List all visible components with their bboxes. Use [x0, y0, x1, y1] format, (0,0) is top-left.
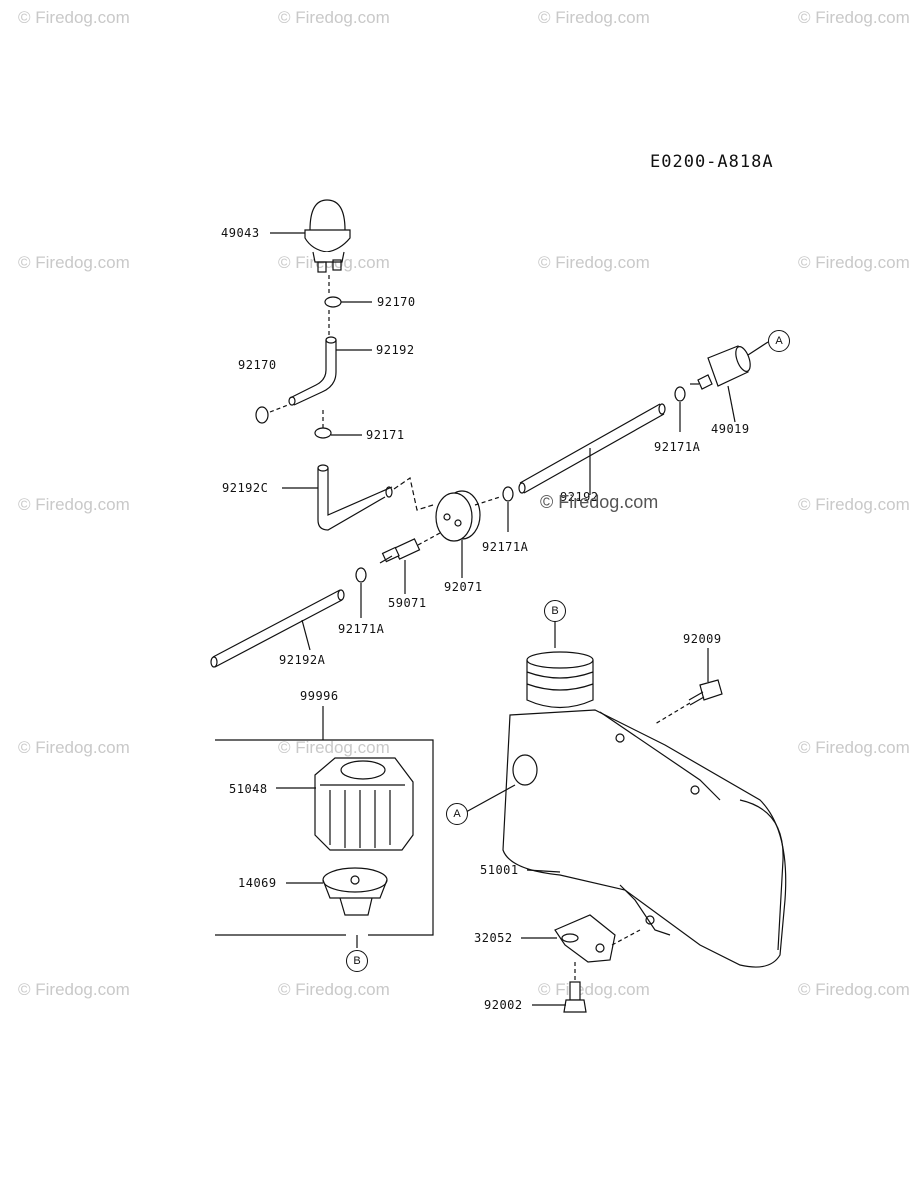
gasket-14069 [322, 867, 388, 916]
watermark: © Firedog.com [798, 738, 910, 757]
part-label-49019: 49019 [711, 422, 750, 436]
watermark: © Firedog.com [278, 738, 390, 757]
watermark: © Firedog.com [798, 980, 910, 999]
cap-51048 [314, 757, 414, 851]
reference-marker-a: A [446, 803, 468, 825]
part-label-92170: 92170 [377, 295, 416, 309]
diagram-code: E0200-A818A [650, 152, 774, 172]
fitting-59071 [379, 538, 421, 564]
part-label-51001: 51001 [480, 863, 519, 877]
bolt-92009 [688, 679, 723, 706]
watermark: © Firedog.com [18, 738, 130, 757]
part-label-92171a: 92171A [482, 540, 529, 554]
part-label-51048: 51048 [229, 782, 268, 796]
cap-assembly-box [215, 739, 434, 936]
fuel-tank-51001 [502, 651, 787, 968]
watermark: © Firedog.com [538, 980, 650, 999]
watermark: © Firedog.com [18, 253, 130, 272]
watermark: © Firedog.com [18, 495, 130, 514]
part-label-92171a-right: 92171A [654, 440, 701, 454]
part-label-92002: 92002 [484, 998, 523, 1012]
clip-92171a-right [674, 386, 686, 402]
fuel-filter-49019 [690, 345, 751, 390]
reference-marker-a: A [768, 330, 790, 352]
grommet-92071 [435, 490, 481, 542]
reference-marker-b: B [544, 600, 566, 622]
part-label-92009: 92009 [683, 632, 722, 646]
watermark: © Firedog.com [18, 980, 130, 999]
part-label-14069: 14069 [238, 876, 277, 890]
part-label-99996: 99996 [300, 689, 339, 703]
part-label-92171a-lower: 92171A [338, 622, 385, 636]
watermark: © Firedog.com [18, 8, 130, 27]
clip-92171 [314, 427, 332, 439]
watermark: © Firedog.com [278, 8, 390, 27]
part-label-fuel-hose-92192: 92192 [560, 490, 599, 504]
watermark-center: © Firedog.com [540, 492, 659, 512]
part-label-92192c: 92192C [222, 481, 269, 495]
part-label-92192: 92192 [376, 343, 415, 357]
watermark: © Firedog.com [798, 495, 910, 514]
bracket-32052 [554, 914, 616, 963]
watermark: © Firedog.com [798, 8, 910, 27]
hose-92192 [289, 340, 327, 399]
reference-marker-b: B [346, 950, 368, 972]
watermark: © Firedog.com [538, 8, 650, 27]
bolt-92002 [563, 981, 587, 1013]
watermark: © Firedog.com [278, 980, 390, 999]
hose-92192a [212, 589, 343, 668]
clip-92170-left [255, 406, 269, 424]
clip-92171a-lower [355, 567, 367, 583]
part-label-49043: 49043 [221, 226, 260, 240]
part-label-32052: 32052 [474, 931, 513, 945]
part-label-92171: 92171 [366, 428, 405, 442]
part-label-92170-left: 92170 [238, 358, 277, 372]
part-label-92192a: 92192A [279, 653, 326, 667]
part-label-59071: 59071 [388, 596, 427, 610]
watermark: © Firedog.com [538, 253, 650, 272]
primer-bulb-49043 [304, 199, 351, 273]
hose-92192c [317, 468, 386, 531]
clip-92170 [324, 296, 342, 308]
fuel-hose-92192 [519, 403, 665, 494]
clip-92171a [502, 486, 514, 502]
part-label-92071: 92071 [444, 580, 483, 594]
watermark: © Firedog.com [798, 253, 910, 272]
